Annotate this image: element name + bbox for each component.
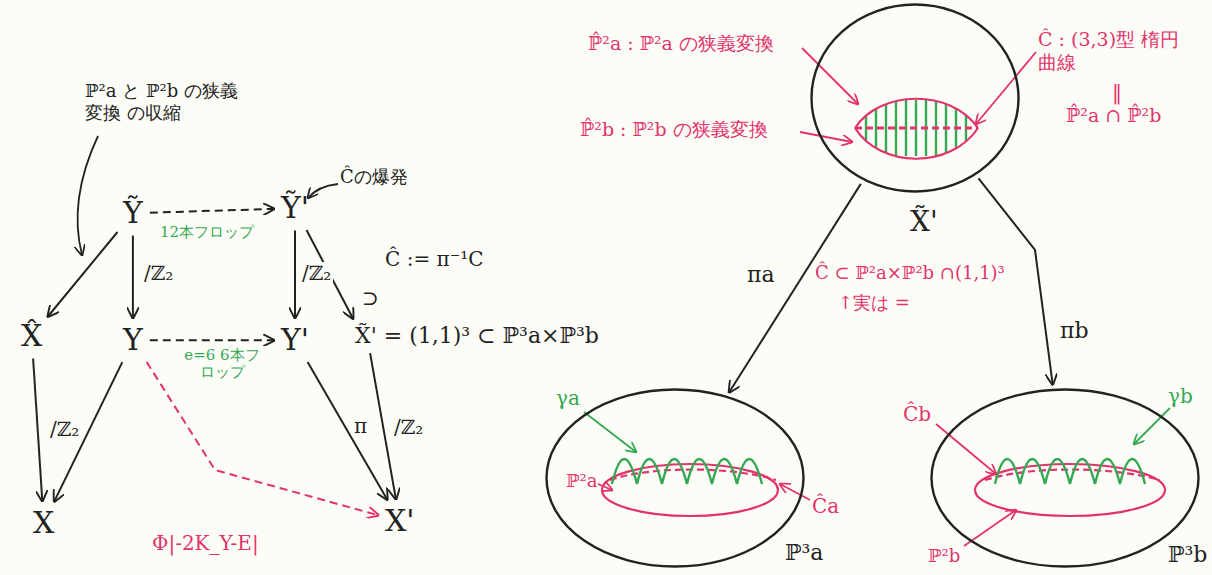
annotation: ℙ²a と ℙ²b の狭義変換 の収縮 (85, 80, 250, 123)
map-arrow (729, 184, 861, 392)
leader-line (78, 136, 98, 255)
leader-line (780, 484, 810, 500)
space-name: ℙ³b (1168, 542, 1207, 567)
annotation: ℙ̂²a ∩ ℙ̂²b (1066, 104, 1161, 127)
plane-b (975, 464, 1165, 516)
circle-outline (932, 390, 1199, 567)
annotation: Ĉ : (3,3)型 楕円曲線 (1038, 28, 1188, 74)
leader-line (598, 484, 612, 490)
curve-gamma-a (612, 459, 762, 484)
map-label: Φ|-2K_Y-E| (150, 532, 261, 555)
annotation: ↑実は = (838, 292, 910, 314)
circle-outline (810, 3, 1020, 193)
leader-line (308, 184, 338, 198)
annotation: Ĉb (903, 402, 931, 426)
dashed-map (147, 362, 379, 515)
leader-line (584, 412, 636, 452)
object-name: X (33, 506, 54, 541)
annotation: Ĉ ⊂ ℙ²a×ℙ²b ∩(1,1)³ (815, 262, 1005, 284)
annotation: π (354, 414, 367, 438)
map-label: 12本フロップ (158, 224, 256, 241)
object-name: X' (385, 504, 415, 539)
object-name: Ỹ (123, 196, 143, 231)
object-name: Ỹ' (281, 191, 309, 226)
math-object: X' (382, 503, 418, 540)
curve-gamma-b (995, 459, 1145, 484)
leader-line (800, 132, 852, 142)
math-object: Y' (278, 322, 312, 359)
dashed-map (150, 209, 274, 213)
annotation: Ĉ := π⁻¹C (385, 247, 484, 271)
surface-b (855, 128, 978, 159)
annotation: γa (556, 386, 580, 410)
space-name: X̃' (910, 206, 938, 238)
math-object: X̂ (18, 318, 45, 355)
object-name: X̂ (21, 319, 42, 354)
math-object: X̃' = (1,1)³ ⊂ ℙ³a×ℙ³b (352, 322, 602, 349)
object-name: X̃' = (1,1)³ ⊂ ℙ³a×ℙ³b (355, 323, 599, 348)
math-object: Y (120, 322, 146, 359)
object-name: Y' (281, 323, 309, 358)
annotation: ‖ (1112, 80, 1122, 104)
map-label: /ℤ₂ (392, 416, 425, 439)
map-label: πa (745, 262, 777, 287)
map-label: e=6 6本フロップ (175, 347, 269, 382)
math-object: X (30, 505, 57, 542)
dashed-map (150, 339, 274, 341)
map-label: /ℤ₂ (142, 262, 175, 285)
object-name: Y (123, 323, 143, 358)
circle-outline (930, 388, 1200, 568)
space-name: ℙ³a (785, 540, 823, 565)
annotation: γb (1168, 384, 1193, 408)
circle-outline (812, 5, 1019, 192)
annotation: ⊃ (362, 286, 379, 310)
math-object: Ỹ (120, 195, 146, 232)
math-object: Ỹ' (278, 190, 312, 227)
annotation: Ĉa (812, 494, 839, 518)
map-label: πb (1058, 318, 1091, 343)
leader-line (936, 424, 996, 474)
space-circle: X̃' (810, 3, 1020, 193)
leader-line (1134, 408, 1170, 444)
map-arrow (33, 359, 42, 502)
annotation: ℙ²a (566, 470, 597, 492)
map-label: /ℤ₂ (48, 418, 81, 441)
elliptic-curve (855, 127, 978, 130)
space-circle: ℙ³b (930, 388, 1200, 568)
map-arrow (48, 232, 118, 317)
annotation: Ĉの爆発 (340, 166, 408, 188)
annotation: ℙ̂²a : ℙ²a の狭義変換 (588, 32, 774, 55)
map-arrow (132, 236, 134, 319)
map-label: /ℤ₂ (300, 262, 333, 285)
circle-outline (547, 390, 804, 567)
annotation: ℙ̂²b : ℙ²b の狭義変換 (580, 118, 768, 141)
annotation: ℙ²b (928, 545, 960, 567)
map-arrow (294, 231, 296, 319)
leader-line (976, 52, 1036, 124)
surface-a (855, 99, 978, 128)
